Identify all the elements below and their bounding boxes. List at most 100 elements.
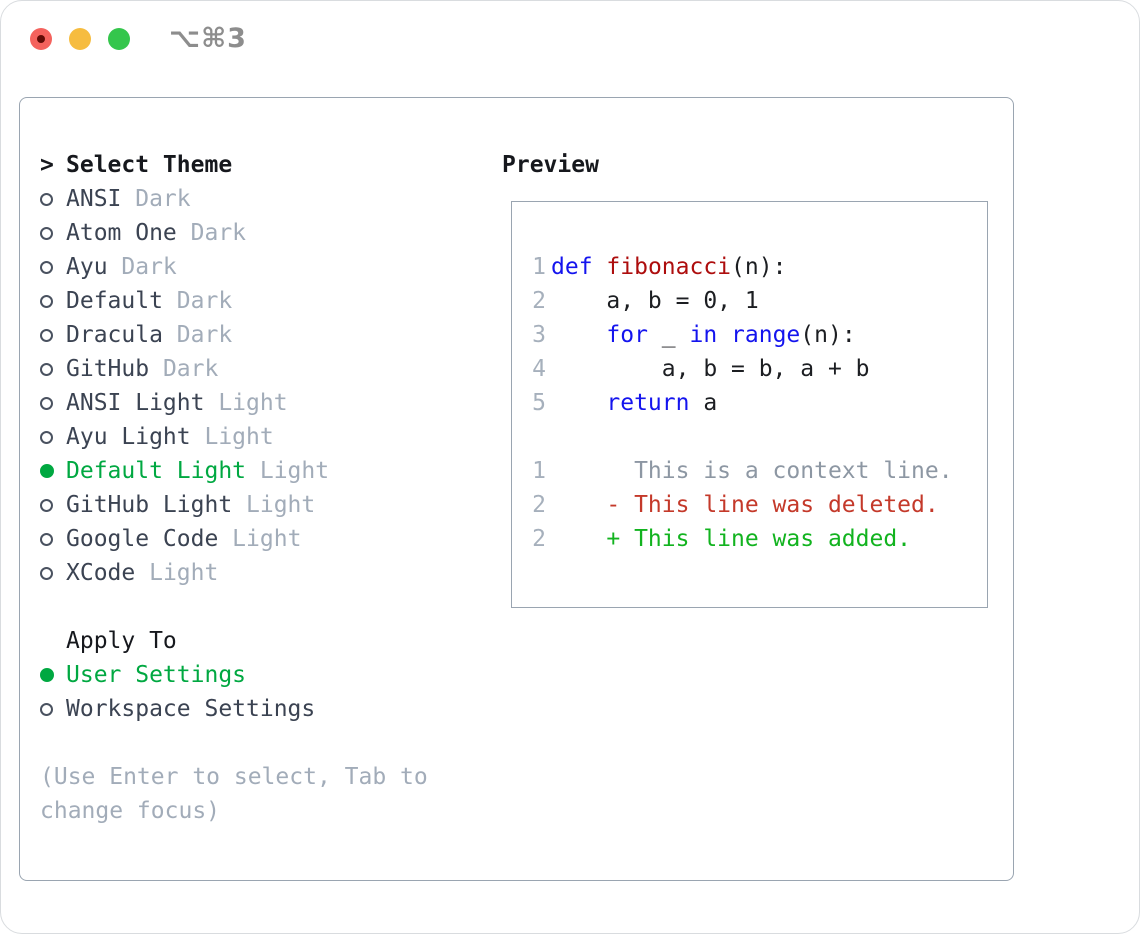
- line-number: 3: [532, 322, 546, 348]
- radio-icon: [40, 532, 66, 546]
- radio-icon: [40, 498, 66, 512]
- theme-variant-tag: Light: [246, 458, 330, 484]
- code-line: 3 for _ in range(n):: [531, 318, 987, 352]
- zoom-button[interactable]: [108, 28, 130, 50]
- option-label: Dracula: [66, 322, 163, 348]
- radio-icon: [40, 328, 66, 342]
- option-label: ANSI Light: [66, 390, 205, 416]
- radio-icon: [40, 702, 66, 716]
- theme-variant-tag: Light: [232, 492, 316, 518]
- option-label: Ayu: [66, 254, 108, 280]
- radio-icon: [40, 362, 66, 376]
- theme-option-github[interactable]: GitHub Dark: [40, 352, 428, 386]
- theme-variant-tag: Light: [218, 526, 302, 552]
- theme-variant-tag: Dark: [162, 288, 233, 314]
- radio-icon: [40, 396, 66, 410]
- theme-variant-tag: Dark: [162, 322, 233, 348]
- spacer: [40, 726, 428, 760]
- titlebar: ⌥⌘3: [1, 1, 1139, 77]
- code-line: 5 return a: [531, 386, 987, 420]
- line-text: a, b = b, a + b: [551, 356, 870, 382]
- line-text: def fibonacci(n):: [551, 254, 787, 280]
- line-number: 4: [532, 356, 546, 382]
- theme-option-ayu[interactable]: Ayu Dark: [40, 250, 428, 284]
- line-number: 2: [532, 288, 546, 314]
- theme-option-default[interactable]: Default Dark: [40, 284, 428, 318]
- option-label: XCode: [66, 560, 136, 586]
- option-label: Atom One: [66, 220, 177, 246]
- theme-option-atom-one[interactable]: Atom One Dark: [40, 216, 428, 250]
- theme-variant-tag: Light: [204, 390, 288, 416]
- spacer: [40, 590, 428, 624]
- line-number: 5: [532, 390, 546, 416]
- option-label: Ayu Light: [66, 424, 191, 450]
- apply-to-header-row: Apply To: [40, 624, 428, 658]
- theme-variant-tag: Light: [190, 424, 274, 450]
- line-text: return a: [606, 390, 718, 416]
- minimize-button[interactable]: [69, 28, 91, 50]
- theme-option-github-light[interactable]: GitHub Light Light: [40, 488, 428, 522]
- theme-option-ansi-light[interactable]: ANSI Light Light: [40, 386, 428, 420]
- line-text: This is a context line.: [551, 458, 953, 484]
- radio-selected-icon: [40, 668, 66, 682]
- line-number: [531, 420, 546, 454]
- radio-icon: [40, 294, 66, 308]
- radio-icon: [40, 566, 66, 580]
- option-label: Google Code: [66, 526, 219, 552]
- theme-option-ayu-light[interactable]: Ayu Light Light: [40, 420, 428, 454]
- radio-icon: [40, 430, 66, 444]
- apply-to-title: Apply To: [66, 628, 177, 654]
- help-text-line-2: change focus): [40, 798, 221, 824]
- line-text: a, b = 0, 1: [551, 288, 759, 314]
- diff-line-context: 1 This is a context line.: [531, 454, 987, 488]
- apply-option-user-settings[interactable]: User Settings: [40, 658, 428, 692]
- theme-variant-tag: Dark: [121, 186, 191, 212]
- focus-caret-icon: >: [40, 152, 54, 178]
- option-label: Workspace Settings: [66, 696, 316, 722]
- line-text: + This line was added.: [551, 526, 912, 552]
- theme-variant-tag: Dark: [176, 220, 247, 246]
- apply-option-workspace-settings[interactable]: Workspace Settings: [40, 692, 428, 726]
- radio-icon: [40, 226, 66, 240]
- radio-selected-icon: [40, 464, 66, 478]
- theme-option-dracula[interactable]: Dracula Dark: [40, 318, 428, 352]
- theme-list-title: Select Theme: [66, 152, 233, 178]
- line-number: 1: [532, 254, 546, 280]
- line-number: 1: [532, 458, 546, 484]
- option-label: Default Light: [66, 458, 247, 484]
- option-label: GitHub: [66, 356, 150, 382]
- theme-variant-tag: Dark: [107, 254, 177, 280]
- line-number: 2: [532, 526, 546, 552]
- theme-list-header-row: > Select Theme: [40, 148, 428, 182]
- option-label: User Settings: [66, 662, 247, 688]
- theme-option-default-light[interactable]: Default Light Light: [40, 454, 428, 488]
- theme-option-google-code[interactable]: Google Code Light: [40, 522, 428, 556]
- line-number: 2: [532, 492, 546, 518]
- option-label: ANSI: [66, 186, 122, 212]
- help-text-line-1: (Use Enter to select, Tab to: [40, 764, 428, 790]
- diff-line-deleted: 2 - This line was deleted.: [531, 488, 987, 522]
- preview-title: Preview: [502, 152, 599, 178]
- window-controls: [30, 28, 130, 50]
- option-label: GitHub Light: [66, 492, 233, 518]
- theme-option-xcode[interactable]: XCode Light: [40, 556, 428, 590]
- close-button[interactable]: [30, 28, 52, 50]
- line-text: for _ in range(n):: [606, 322, 856, 348]
- diff-line-added: 2 + This line was added.: [531, 522, 987, 556]
- theme-variant-tag: Light: [135, 560, 219, 586]
- theme-option-ansi[interactable]: ANSI Dark: [40, 182, 428, 216]
- code-line: 4 a, b = b, a + b: [531, 352, 987, 386]
- window-title: ⌥⌘3: [169, 23, 247, 54]
- option-label: Default: [66, 288, 163, 314]
- code-line: 2 a, b = 0, 1: [531, 284, 987, 318]
- blank-line: [531, 420, 987, 454]
- radio-icon: [40, 260, 66, 274]
- radio-icon: [40, 192, 66, 206]
